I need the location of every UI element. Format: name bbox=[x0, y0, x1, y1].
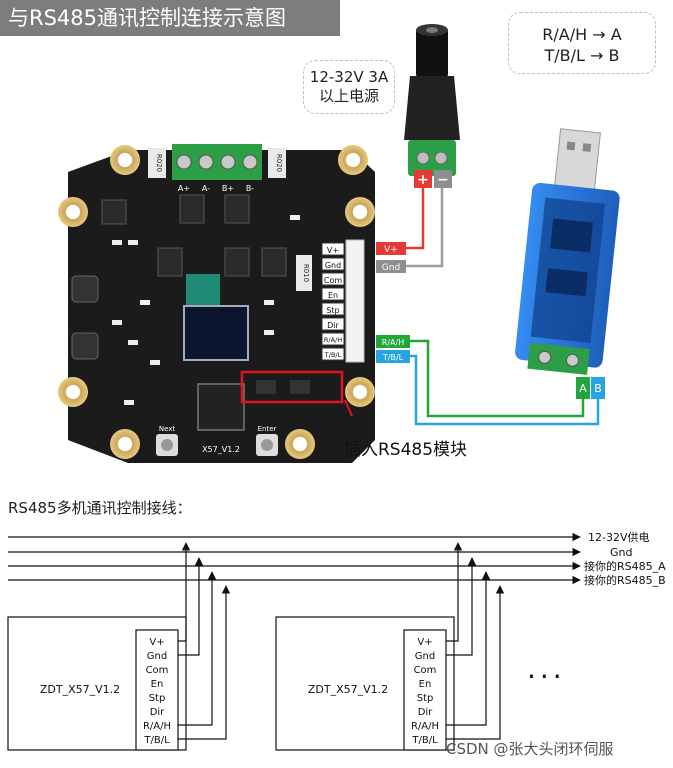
bus-label-a: 接你的RS485_A bbox=[584, 559, 666, 573]
unit-pin-label: Com bbox=[146, 665, 169, 676]
board-model-print: X57_V1.2 bbox=[202, 445, 240, 454]
unit-pin-label: Gnd bbox=[147, 651, 167, 662]
mount-hole-icon bbox=[110, 429, 140, 459]
sense-resistor bbox=[268, 148, 286, 178]
mount-hole-icon bbox=[58, 197, 88, 227]
motor-pin-label: A- bbox=[202, 184, 210, 193]
adapter-terminal-a-label: A bbox=[579, 382, 587, 395]
unit-pin-label: Gnd bbox=[415, 651, 435, 662]
mount-hole-icon bbox=[345, 377, 375, 407]
resistor-label: R020 bbox=[275, 154, 283, 172]
adapter-terminal-b-label: B bbox=[594, 382, 602, 395]
sense-resistor bbox=[296, 255, 312, 291]
unit-pin-label: Dir bbox=[418, 707, 433, 718]
sense-resistor bbox=[148, 148, 166, 178]
adapter-terminal-b bbox=[591, 377, 605, 399]
insert-pointer bbox=[344, 399, 353, 417]
motor-pin-label: B- bbox=[246, 184, 254, 193]
mount-hole-icon bbox=[338, 145, 368, 175]
dc-power-jack: + − bbox=[404, 24, 460, 188]
mapping-callout: R/A/H → A T/B/L → B bbox=[508, 12, 656, 74]
wire-tag-a-label: R/A/H bbox=[382, 338, 404, 347]
unit-name: ZDT_X57_V1.2 bbox=[40, 683, 120, 696]
unit-pin-label: En bbox=[151, 679, 164, 690]
wiring-section-title: RS485多机通讯控制接线： bbox=[8, 499, 192, 517]
enter-button-label: Enter bbox=[258, 425, 277, 433]
motor-pin-label: B+ bbox=[222, 184, 234, 193]
board-illustration: + − A+ A- B+ B- R020 R020 R010 bbox=[58, 24, 620, 463]
board-pin-label: En bbox=[328, 291, 338, 300]
adapter-terminal bbox=[527, 342, 590, 375]
rs485-module-highlight bbox=[240, 370, 344, 404]
board-pin-labels: V+ Gnd Com En Stp Dir R/A/H T/B/L bbox=[321, 242, 345, 361]
jack-plus-sign: + bbox=[417, 172, 429, 188]
wire-tag-gnd bbox=[376, 260, 406, 273]
power-callout-line1: 12-32V 3A bbox=[309, 68, 389, 86]
wire-tag-vplus-label: V+ bbox=[384, 245, 398, 255]
wire-tag-a bbox=[376, 335, 410, 348]
insert-module-label: 插入RS485模块 bbox=[344, 440, 467, 460]
unit-pin-block bbox=[135, 629, 179, 751]
wire-red-vplus bbox=[376, 178, 425, 250]
board-pin-label: Gnd bbox=[325, 261, 341, 270]
wire-tag-b-label: T/B/L bbox=[382, 353, 404, 362]
mount-hole-icon bbox=[345, 197, 375, 227]
mount-hole-icon bbox=[110, 145, 140, 175]
resistor-label: R010 bbox=[302, 264, 310, 282]
mount-hole-icon bbox=[58, 377, 88, 407]
unit-pin-label: En bbox=[419, 679, 432, 690]
unit-pin-label: V+ bbox=[417, 637, 432, 648]
board-pin-label: Stp bbox=[326, 306, 339, 315]
bus-label-gnd: Gnd bbox=[610, 546, 632, 559]
wiring-schematic: 12-32V供电 Gnd 接你的RS485_A 接你的RS485_B ZDT_X… bbox=[7, 530, 666, 751]
unit-pin-label: Com bbox=[414, 665, 437, 676]
next-button-label: Next bbox=[159, 425, 176, 433]
bus-label-power: 12-32V供电 bbox=[588, 530, 650, 544]
pin-header bbox=[345, 239, 365, 363]
driver-board: A+ A- B+ B- R020 R020 R010 X57_V1.2 Next bbox=[58, 144, 375, 463]
resistor-label: R020 bbox=[155, 154, 163, 172]
jack-minus-terminal bbox=[434, 170, 452, 188]
watermark: CSDN @张大头闭环伺服 bbox=[446, 740, 614, 758]
wire-tag-b bbox=[376, 350, 410, 363]
board-pin-label: T/B/L bbox=[324, 351, 342, 359]
mount-hole-icon bbox=[285, 429, 315, 459]
wire-tag-gnd-label: Gnd bbox=[382, 263, 400, 273]
unit-pin-label: T/B/L bbox=[411, 735, 438, 746]
mapping-callout-line2: T/B/L → B bbox=[544, 46, 620, 65]
jack-minus-sign: − bbox=[437, 172, 449, 188]
motor-pin-label: A+ bbox=[178, 184, 190, 193]
oled-display bbox=[183, 305, 249, 361]
wire-tag-vplus bbox=[376, 242, 406, 255]
power-callout: 12-32V 3A 以上电源 bbox=[303, 60, 395, 114]
unit-pin-label: Stp bbox=[417, 693, 434, 704]
wire-green-a bbox=[376, 339, 585, 418]
usb-rs485-adapter bbox=[515, 128, 620, 375]
board-pin-label: V+ bbox=[327, 246, 339, 255]
bus-label-b: 接你的RS485_B bbox=[584, 573, 666, 587]
board-pin-label: R/A/H bbox=[324, 336, 342, 344]
unit-pin-label: V+ bbox=[149, 637, 164, 648]
adapter-terminal-a bbox=[576, 377, 590, 399]
power-callout-line2: 以上电源 bbox=[318, 87, 379, 105]
usb-plug bbox=[553, 128, 601, 194]
mcu-chip bbox=[197, 383, 245, 431]
unit-name: ZDT_X57_V1.2 bbox=[308, 683, 388, 696]
driver-unit-1: ZDT_X57_V1.2 V+ Gnd Com En Stp Dir R/A/H… bbox=[7, 542, 231, 751]
driver-unit-2: ZDT_X57_V1.2 V+ Gnd Com En Stp Dir R/A/H… bbox=[275, 542, 505, 751]
jack-plus-terminal bbox=[414, 170, 432, 188]
unit-pin-label: R/A/H bbox=[411, 721, 439, 732]
unit-pin-label: Stp bbox=[149, 693, 166, 704]
unit-pin-label: Dir bbox=[150, 707, 165, 718]
board-pin-label: Com bbox=[324, 276, 342, 285]
more-units-ellipsis: ... bbox=[527, 652, 566, 685]
teal-connector bbox=[186, 274, 220, 308]
mapping-callout-line1: R/A/H → A bbox=[542, 25, 622, 44]
page-title: 与RS485通讯控制连接示意图 bbox=[0, 0, 340, 36]
unit-pin-block bbox=[403, 629, 447, 751]
unit-pin-label: T/B/L bbox=[143, 735, 170, 746]
unit-pin-label: R/A/H bbox=[143, 721, 171, 732]
board-pin-label: Dir bbox=[327, 321, 339, 330]
